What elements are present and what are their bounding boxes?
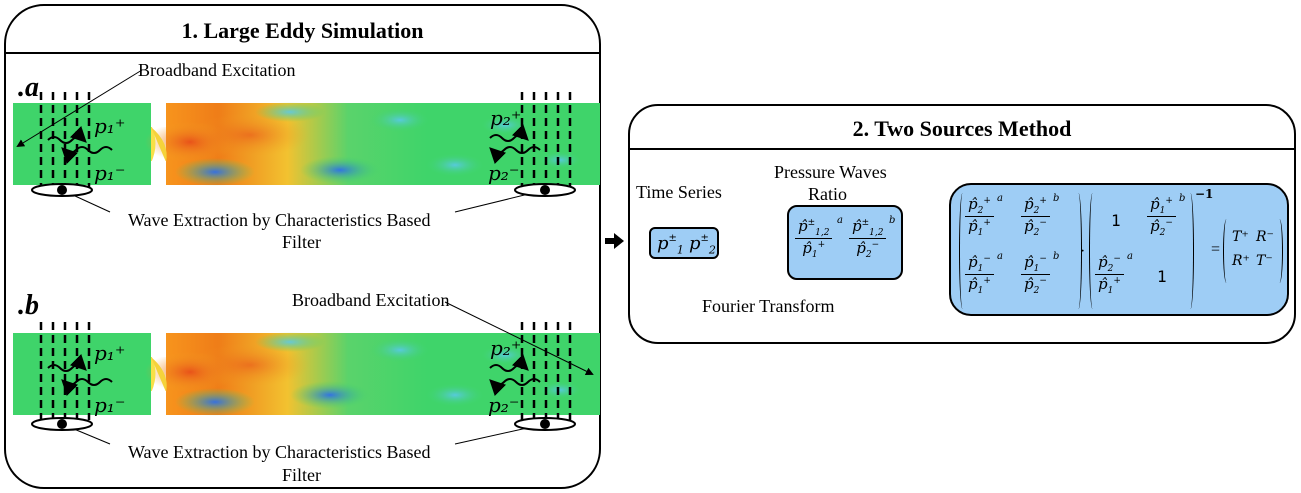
case-b-extraction-label-1: Wave Extraction by Characteristics Based bbox=[128, 442, 431, 462]
tsm-panel-title: 2. Two Sources Method bbox=[852, 116, 1072, 141]
time-series-p2: p bbox=[689, 233, 701, 254]
les-title-divider bbox=[6, 52, 599, 54]
time-series-box: p±1 p±2 bbox=[649, 227, 719, 259]
ratio-sup-a: a bbox=[837, 215, 843, 226]
time-series-p1: p bbox=[657, 233, 669, 254]
m2-r1c1: 1 bbox=[1111, 211, 1121, 230]
ratio-fraction-b: p̂±1,2 p̂2− bbox=[849, 217, 887, 260]
case-a-marker: .a bbox=[18, 72, 39, 103]
panel-connector-arrow bbox=[605, 233, 624, 249]
left-matrix-bracket-l bbox=[959, 193, 966, 309]
case-b-excitation-label: Broadband Excitation bbox=[292, 290, 450, 310]
time-series-label: Time Series bbox=[636, 182, 722, 202]
pressure-ratio-box: p̂±1,2 p̂1+ a p̂±1,2 p̂2− b bbox=[787, 205, 903, 280]
m1-r1c2-sup: b bbox=[1053, 193, 1060, 204]
result-t-minus: T⁻ bbox=[1256, 253, 1273, 269]
m1-r1c1: p̂2+ p̂1+ bbox=[965, 195, 994, 238]
matrix-inverse-exponent: −1 bbox=[1195, 187, 1214, 201]
fourier-transform-label: Fourier Transform bbox=[702, 296, 835, 316]
case-a-extraction-label-2: Filter bbox=[282, 232, 321, 252]
m2-r2c1-sup: a bbox=[1127, 251, 1133, 262]
m1-r2c1: p̂1− p̂1+ bbox=[965, 253, 994, 296]
pressure-ratio-label-1: Pressure Waves bbox=[774, 162, 887, 182]
right-matrix-bracket-r bbox=[1187, 193, 1194, 309]
result-r-plus: R⁺ bbox=[1232, 253, 1250, 269]
tsm-title-divider bbox=[630, 148, 1294, 150]
case-a-excitation-label: Broadband Excitation bbox=[138, 60, 296, 80]
les-panel-title: 1. Large Eddy Simulation bbox=[181, 18, 424, 43]
case-b-extraction-label-2: Filter bbox=[282, 465, 321, 485]
time-series-pm-2: ± bbox=[700, 233, 709, 244]
ratio-sup-b: b bbox=[889, 215, 896, 226]
m1-r2c1-sup: a bbox=[997, 251, 1003, 262]
m1-r2c2-sup: b bbox=[1053, 251, 1060, 262]
result-t-plus: T⁺ bbox=[1232, 229, 1249, 245]
result-bracket-r bbox=[1276, 219, 1283, 283]
matrix-box: p̂2+ p̂1+ a p̂2+ p̂2− b p̂1− p̂1+ a p̂1−… bbox=[949, 183, 1289, 316]
time-series-pm-1: ± bbox=[668, 233, 677, 244]
ratio-fraction-a: p̂±1,2 p̂1+ bbox=[795, 217, 833, 260]
case-b-marker: .b bbox=[18, 290, 39, 321]
right-matrix-bracket-l bbox=[1089, 193, 1096, 309]
m2-r1c2: p̂1+ p̂2− bbox=[1147, 195, 1176, 238]
m2-r2c1: p̂2− p̂1+ bbox=[1095, 253, 1124, 296]
result-r-minus: R⁻ bbox=[1256, 229, 1274, 245]
matrix-dot: · bbox=[1080, 243, 1086, 260]
m1-r2c2: p̂1− p̂2− bbox=[1021, 253, 1050, 296]
m1-r1c1-sup: a bbox=[997, 193, 1003, 204]
result-bracket-l bbox=[1223, 219, 1230, 283]
pressure-ratio-label-2: Ratio bbox=[808, 184, 847, 204]
m2-r1c2-sup: b bbox=[1179, 193, 1186, 204]
left-matrix-bracket-r bbox=[1075, 193, 1082, 309]
case-a-extraction-label-1: Wave Extraction by Characteristics Based bbox=[128, 210, 431, 230]
matrix-equals: = bbox=[1211, 241, 1221, 258]
m2-r2c2: 1 bbox=[1157, 267, 1167, 286]
m1-r1c2: p̂2+ p̂2− bbox=[1021, 195, 1050, 238]
